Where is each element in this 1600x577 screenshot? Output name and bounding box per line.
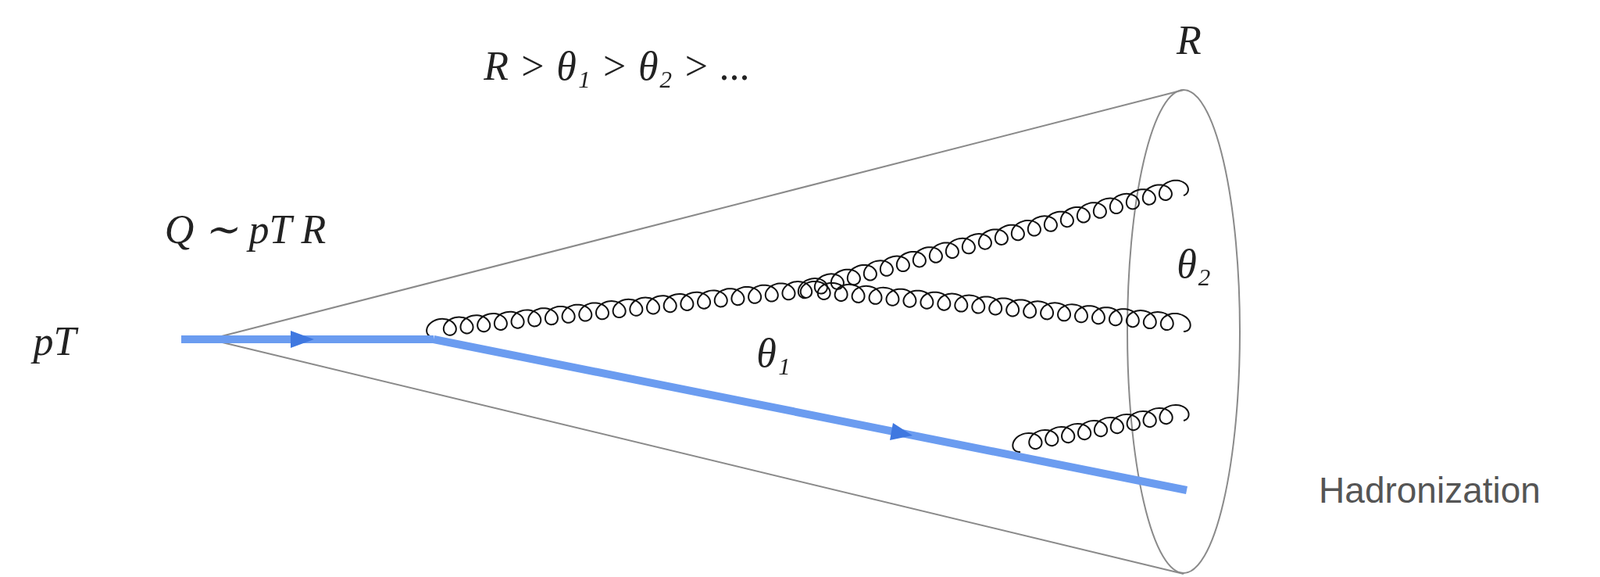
quark-arrow bbox=[290, 330, 315, 348]
math-label: R bbox=[1176, 20, 1202, 61]
math-label: θ₂ bbox=[1176, 243, 1211, 285]
quark-line bbox=[433, 339, 1187, 490]
gluon-line bbox=[798, 180, 1189, 299]
math-label: R > θ₁ > θ₂ > ... bbox=[483, 46, 750, 87]
math-label: θ₁ bbox=[756, 332, 791, 374]
quark-arrow bbox=[889, 422, 913, 440]
stage-label: Hadronization bbox=[1318, 471, 1541, 508]
gluon-line bbox=[1012, 404, 1189, 452]
gluon-line bbox=[800, 281, 1191, 332]
math-label: pT bbox=[33, 321, 77, 362]
math-label: Q ∼ pT R bbox=[164, 209, 326, 250]
gluon-line bbox=[426, 281, 812, 337]
